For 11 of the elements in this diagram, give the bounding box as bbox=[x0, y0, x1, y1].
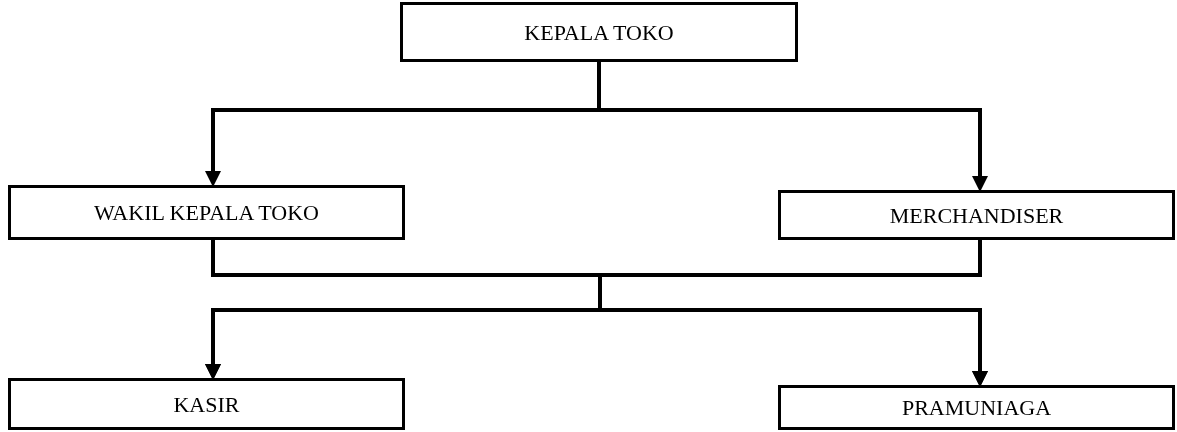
org-box bbox=[778, 385, 1175, 430]
role-title: WAKIL KEPALA TOKO bbox=[94, 199, 319, 227]
org-box bbox=[8, 378, 405, 430]
role-title: KEPALA TOKO bbox=[524, 18, 674, 47]
role-title: MERCHANDISER bbox=[889, 201, 1064, 230]
org-box bbox=[8, 185, 405, 240]
arrow bbox=[597, 62, 988, 192]
role-title: KASIR bbox=[173, 390, 240, 419]
role-title: PRAMUNIAGA bbox=[901, 394, 1052, 422]
org-box bbox=[400, 2, 798, 62]
org-box bbox=[778, 190, 1175, 240]
